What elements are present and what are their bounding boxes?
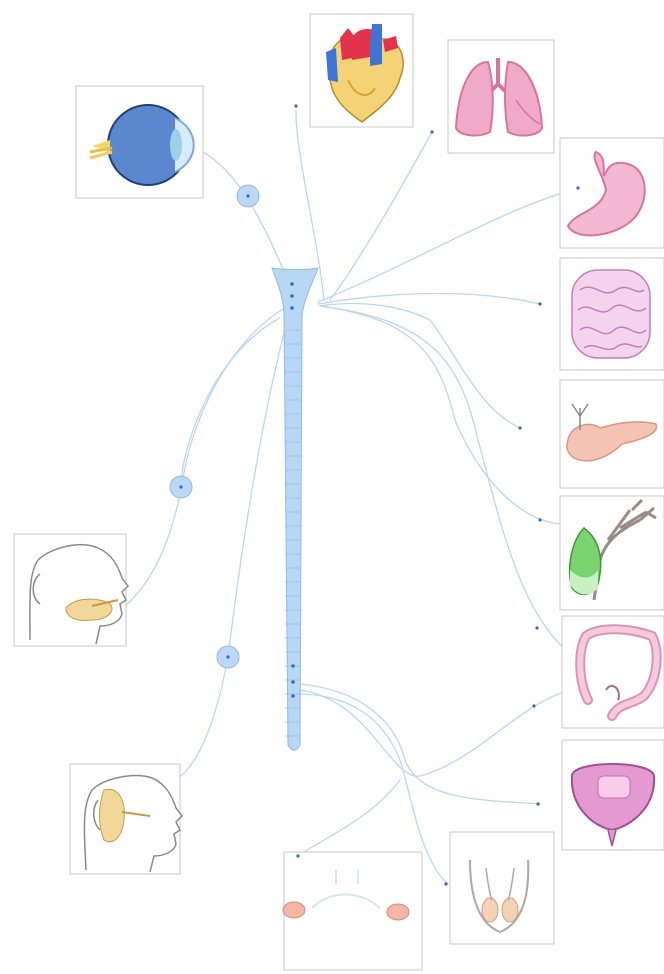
nerve-dot — [576, 186, 579, 189]
ganglia — [170, 185, 259, 668]
nerve-dot — [518, 426, 521, 429]
spine-dot — [291, 680, 295, 684]
nerve-dot — [179, 485, 182, 488]
nerve-dot — [536, 802, 539, 805]
spine-dot — [291, 694, 295, 698]
spinal-cord — [272, 268, 318, 750]
nerve-dot — [294, 104, 297, 107]
nerve-dot — [538, 302, 541, 305]
small-intestine-icon — [572, 270, 650, 358]
spine-dot — [290, 282, 294, 286]
nerve-salivary — [120, 308, 285, 610]
nerve-eye — [196, 148, 290, 286]
spine-dot — [290, 294, 294, 298]
nerve-dot — [538, 518, 541, 521]
nerve-dot — [535, 626, 538, 629]
nerve-dot — [296, 854, 299, 857]
spine-dot — [291, 664, 295, 668]
nerve-dot — [444, 882, 447, 885]
nerve-eye-left — [180, 318, 280, 488]
nerve-gallbladder — [320, 306, 560, 524]
nerve-dot — [430, 130, 433, 133]
nerve-stomach — [318, 188, 578, 302]
nerve-pancreas — [320, 304, 520, 428]
nerve-dot — [226, 655, 229, 658]
nerve-dot — [246, 194, 249, 197]
nerve-bladder — [300, 684, 540, 804]
nerve-dot — [532, 704, 535, 707]
nerve-arrow-dots — [179, 104, 579, 885]
nerve-fibers — [120, 110, 578, 910]
spine-dot — [290, 306, 294, 310]
nerve-ovaries — [298, 780, 400, 856]
nerve-small-intestine — [318, 294, 540, 305]
nerve-lungs — [330, 132, 432, 300]
nerve-parotid — [176, 310, 290, 780]
nerve-large-intestine — [320, 306, 578, 660]
